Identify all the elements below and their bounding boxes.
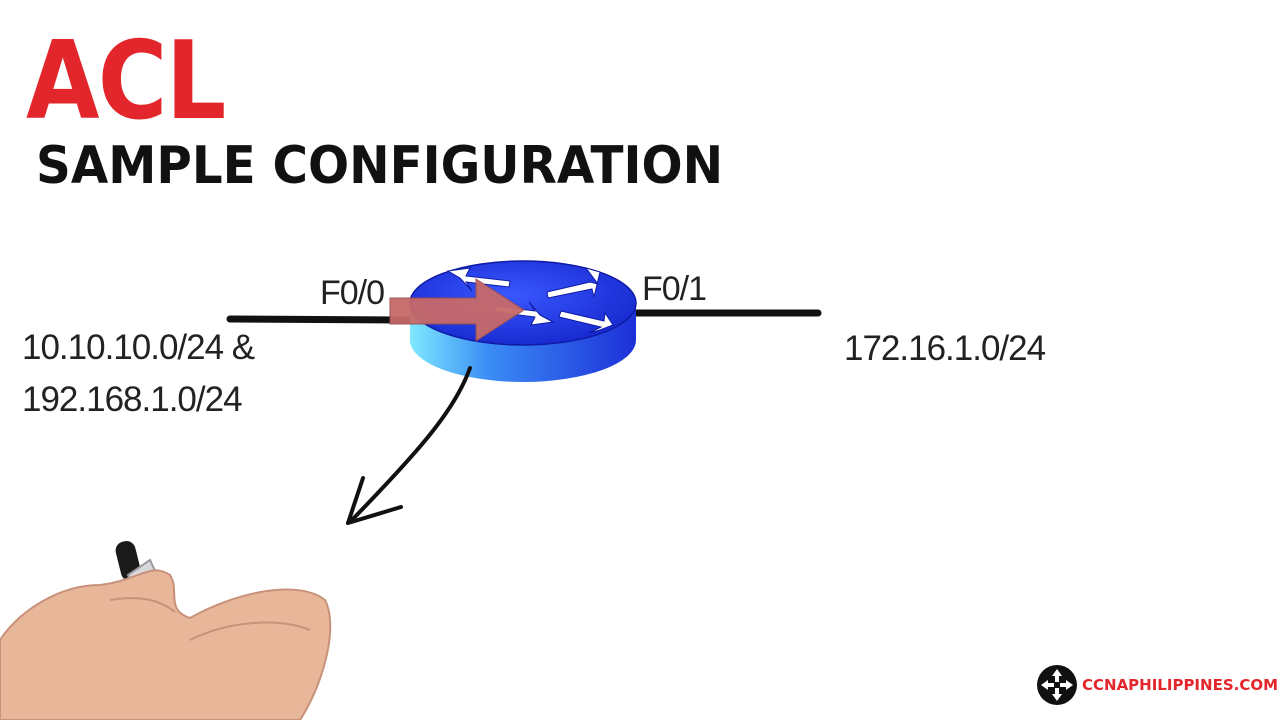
port-label-left: F0/0 xyxy=(320,274,385,312)
left-network-line1: 10.10.10.0/24 & xyxy=(22,328,255,367)
hand-with-marker-image xyxy=(0,541,332,720)
port-label-right: F0/1 xyxy=(642,270,707,308)
logo-text: CCNAPHILIPPINES.COM xyxy=(1082,676,1279,694)
left-network-line2: 192.168.1.0/24 xyxy=(22,380,243,419)
title: ACL xyxy=(26,19,226,144)
site-logo[interactable]: CCNAPHILIPPINES.COM xyxy=(1036,664,1278,706)
router-icon xyxy=(389,260,637,382)
subtitle: SAMPLE CONFIGURATION xyxy=(36,136,724,196)
router-arrows-icon xyxy=(1037,665,1077,705)
pointer-arrow xyxy=(346,366,472,525)
right-network-label: 172.16.1.0/24 xyxy=(844,329,1046,368)
left-link-line xyxy=(226,315,416,324)
